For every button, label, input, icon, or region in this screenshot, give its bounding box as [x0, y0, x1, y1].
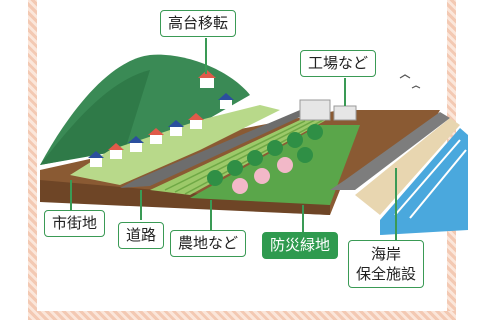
- label-green-belt: 防災緑地: [262, 232, 339, 259]
- green-belt-trees: [207, 124, 323, 194]
- houses: [88, 70, 234, 167]
- connector-relocation: [205, 38, 207, 74]
- label-road: 道路: [118, 222, 165, 249]
- label-factory: 工場など: [300, 50, 377, 77]
- connector-farmland: [210, 200, 212, 232]
- label-relocation: 高台移転: [160, 10, 237, 37]
- town-area: [70, 105, 280, 185]
- decorative-frame-bottom: [28, 311, 456, 320]
- label-farmland: 農地など: [170, 230, 247, 257]
- connector-factory: [344, 78, 346, 106]
- label-town: 市街地: [44, 210, 106, 237]
- sea-waves: [394, 139, 467, 219]
- connector-road: [140, 190, 142, 220]
- connector-town: [70, 180, 72, 212]
- connector-green-belt: [302, 205, 304, 233]
- connector-coast: [395, 168, 397, 240]
- decorative-frame-left: [28, 0, 37, 320]
- label-coastal-protection: 海岸 保全施設: [348, 240, 425, 288]
- factories: [299, 99, 357, 121]
- road: [120, 110, 315, 188]
- label-coast-line2: 保全施設: [356, 265, 417, 283]
- ground-front-face: [40, 180, 330, 215]
- mountain-shade: [40, 70, 150, 165]
- birds: [399, 74, 421, 89]
- beach: [355, 118, 460, 215]
- label-coast-line1: 海岸: [371, 245, 402, 263]
- seawall: [330, 112, 450, 190]
